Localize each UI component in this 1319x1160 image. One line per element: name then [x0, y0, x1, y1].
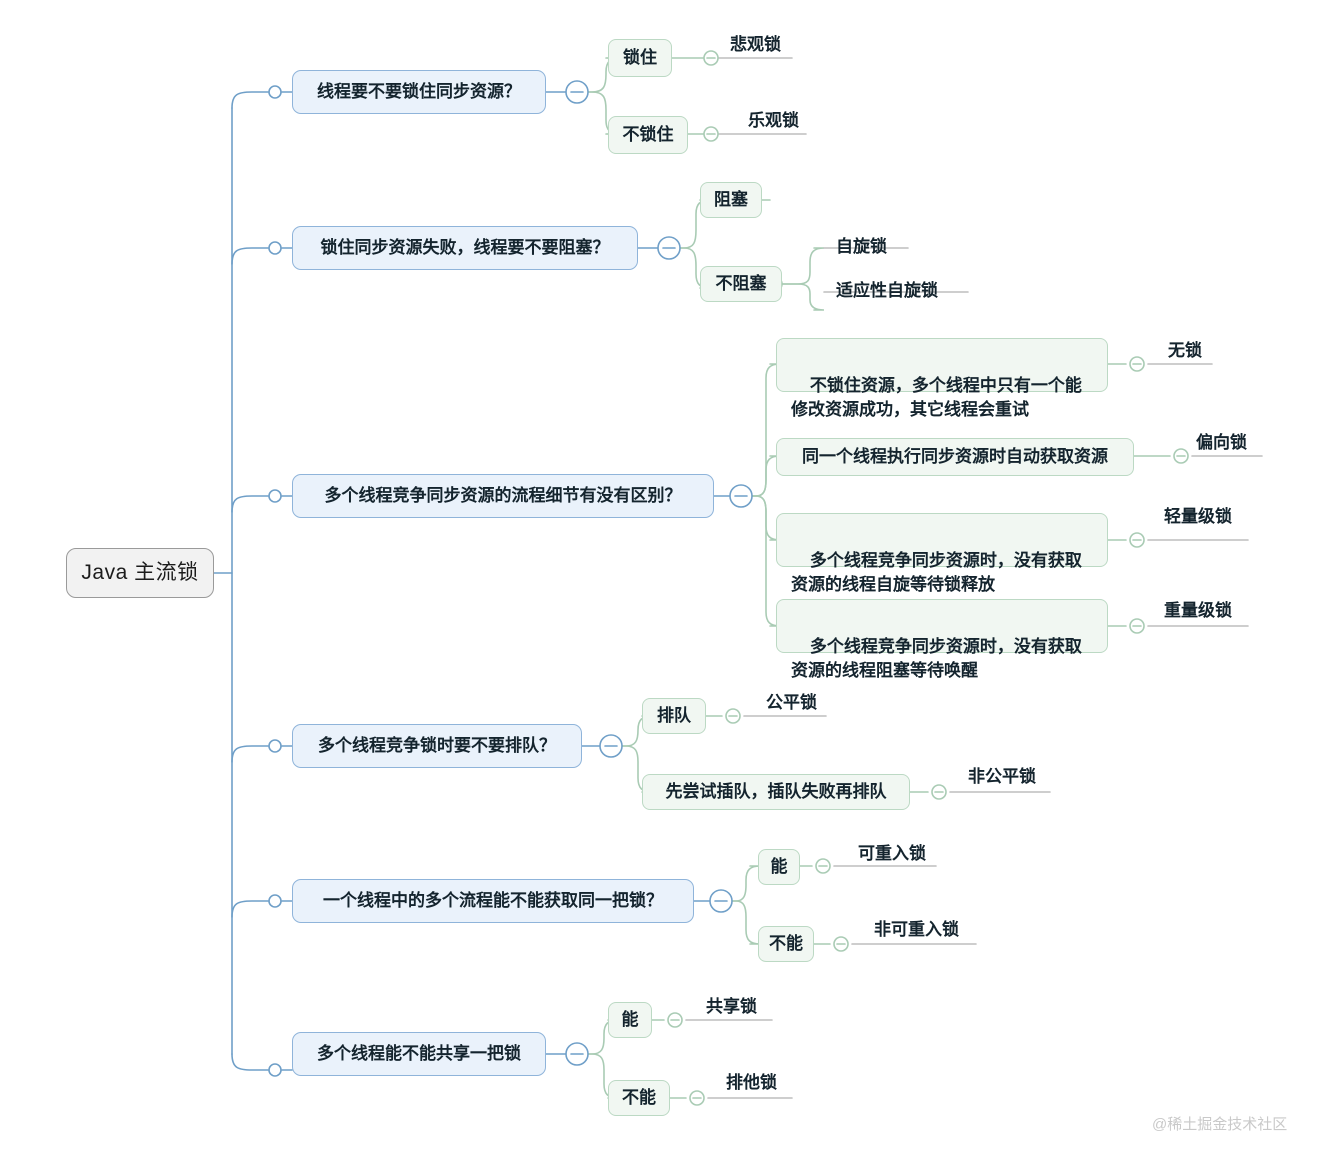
- branch-node-5-label: 一个线程中的多个流程能不能获取同一把锁？: [323, 890, 663, 910]
- branch-2-child-node-1-label: 阻塞: [714, 189, 748, 209]
- branch-node-4[interactable]: 多个线程竞争锁时要不要排队？: [292, 724, 582, 768]
- leaf-reentrant-lock[interactable]: 可重入锁: [858, 844, 926, 863]
- branch-1-child-node-2-label: 不锁住: [622, 124, 674, 144]
- branch-2-child-node-2-label: 不阻塞: [715, 273, 767, 293]
- leaf-lightweight-lock[interactable]: 轻量级锁: [1164, 507, 1232, 526]
- branch-4-child-node-2-label: 先尝试插队，插队失败再排队: [665, 781, 887, 801]
- leaf-exclusive-lock[interactable]: 排他锁: [726, 1073, 777, 1092]
- branch-3-child-node-2[interactable]: 同一个线程执行同步资源时自动获取资源: [776, 438, 1134, 476]
- branch-node-2-label: 锁住同步资源失败，线程要不要阻塞？: [320, 237, 610, 257]
- branch-5-child-node-1[interactable]: 能: [758, 849, 800, 885]
- branch-6-child-node-2-label: 不能: [622, 1087, 656, 1107]
- branch-4-child-node-1[interactable]: 排队: [642, 698, 706, 734]
- branch-1-child-node-1[interactable]: 锁住: [608, 39, 672, 77]
- branch-node-5[interactable]: 一个线程中的多个流程能不能获取同一把锁？: [292, 879, 694, 923]
- branch-1-child-node-1-label: 锁住: [623, 47, 657, 67]
- branch-2-child-node-2[interactable]: 不阻塞: [700, 266, 782, 302]
- branch-3-child-node-4[interactable]: 多个线程竞争同步资源时，没有获取 资源的线程阻塞等待唤醒: [776, 599, 1108, 680]
- branch-3-child-node-1-label: 不锁住资源，多个线程中只有一个能 修改资源成功，其它线程会重试: [791, 375, 1082, 420]
- branch-node-1[interactable]: 线程要不要锁住同步资源？: [292, 70, 546, 114]
- leaf-shared-lock[interactable]: 共享锁: [706, 997, 757, 1016]
- branch-node-6[interactable]: 多个线程能不能共享一把锁: [292, 1032, 546, 1076]
- leaf-heavyweight-lock[interactable]: 重量级锁: [1164, 601, 1232, 620]
- branch-node-3[interactable]: 多个线程竞争同步资源的流程细节有没有区别？: [292, 474, 714, 518]
- branch-2-child-node-1[interactable]: 阻塞: [700, 182, 762, 218]
- branch-3-child-node-4-label: 多个线程竞争同步资源时，没有获取 资源的线程阻塞等待唤醒: [791, 636, 1082, 681]
- branch-5-child-node-1-label: 能: [770, 856, 788, 876]
- branch-node-3-label: 多个线程竞争同步资源的流程细节有没有区别？: [324, 485, 682, 505]
- branch-node-1-label: 线程要不要锁住同步资源？: [317, 81, 521, 101]
- branch-3-child-node-3-label: 多个线程竞争同步资源时，没有获取 资源的线程自旋等待锁释放: [791, 550, 1082, 595]
- leaf-non-reentrant-lock[interactable]: 非可重入锁: [874, 920, 959, 939]
- branch-3-child-node-1[interactable]: 不锁住资源，多个线程中只有一个能 修改资源成功，其它线程会重试: [776, 338, 1108, 419]
- leaf-optimistic-lock[interactable]: 乐观锁: [748, 111, 799, 130]
- branch-5-child-node-2-label: 不能: [769, 933, 803, 953]
- leaf-pessimistic-lock[interactable]: 悲观锁: [730, 35, 781, 54]
- branch-3-child-node-2-label: 同一个线程执行同步资源时自动获取资源: [802, 446, 1108, 466]
- branch-6-child-node-1-label: 能: [621, 1009, 639, 1029]
- leaf-spin-lock[interactable]: 自旋锁: [836, 237, 887, 256]
- branch-4-child-node-2[interactable]: 先尝试插队，插队失败再排队: [642, 774, 910, 810]
- leaf-biased-lock[interactable]: 偏向锁: [1196, 433, 1247, 452]
- leaf-unfair-lock[interactable]: 非公平锁: [968, 767, 1036, 786]
- watermark: @稀土掘金技术社区: [1152, 1116, 1288, 1133]
- root-node-label: Java 主流锁: [81, 560, 199, 584]
- branch-node-6-label: 多个线程能不能共享一把锁: [317, 1043, 521, 1063]
- branch-5-child-node-2[interactable]: 不能: [758, 926, 814, 962]
- root-node[interactable]: Java 主流锁: [66, 548, 214, 598]
- leaf-no-lock[interactable]: 无锁: [1168, 341, 1202, 360]
- branch-6-child-node-1[interactable]: 能: [608, 1002, 652, 1038]
- leaf-fair-lock[interactable]: 公平锁: [766, 693, 817, 712]
- branch-3-child-node-3[interactable]: 多个线程竞争同步资源时，没有获取 资源的线程自旋等待锁释放: [776, 513, 1108, 594]
- branch-node-4-label: 多个线程竞争锁时要不要排队？: [318, 735, 556, 755]
- branch-6-child-node-2[interactable]: 不能: [608, 1080, 670, 1116]
- leaf-adaptive-spin-lock[interactable]: 适应性自旋锁: [836, 281, 938, 300]
- branch-1-child-node-2[interactable]: 不锁住: [608, 116, 688, 154]
- branch-4-child-node-1-label: 排队: [657, 705, 691, 725]
- branch-node-2[interactable]: 锁住同步资源失败，线程要不要阻塞？: [292, 226, 638, 270]
